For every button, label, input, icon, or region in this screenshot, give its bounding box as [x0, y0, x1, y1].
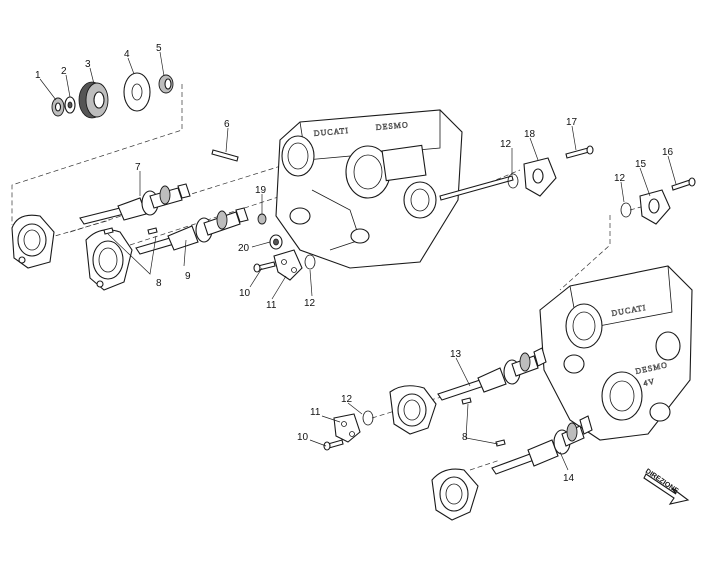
- callout-16: 16: [662, 147, 674, 158]
- part-small-pins-8: [103, 227, 158, 235]
- callout-9: 9: [185, 271, 191, 282]
- head1-lettering-mid: DESMO: [375, 120, 409, 132]
- part-pin-6: [211, 149, 239, 162]
- part-camshaft-14: [491, 415, 593, 475]
- part-washer-2: [64, 96, 76, 114]
- callout-10-lower: 10: [297, 432, 309, 443]
- callout-12-upper: 12: [304, 298, 316, 309]
- part-bolt-17: [565, 145, 594, 159]
- callout-12-right: 12: [500, 139, 512, 150]
- callout-3: 3: [85, 59, 91, 70]
- part-bolt-16: [671, 177, 696, 191]
- callout-7: 7: [135, 162, 141, 173]
- callout-14: 14: [563, 473, 575, 484]
- part-bush-5: [158, 74, 174, 94]
- part-tensioner-15: [639, 189, 671, 225]
- callout-19: 19: [255, 185, 267, 196]
- callout-12-far-right: 12: [614, 173, 626, 184]
- head2-lettering-bot: 4V: [643, 377, 656, 388]
- callout-13: 13: [450, 349, 462, 360]
- callout-5: 5: [156, 43, 162, 54]
- part-oring-12-lower: [362, 410, 374, 426]
- part-cylinder-head-upper: DUCATI DESMO: [275, 109, 463, 269]
- callout-15: 15: [635, 159, 647, 170]
- part-seal-20: [269, 234, 283, 250]
- part-cover-mid-lower: [389, 385, 437, 435]
- part-nut-1: [51, 97, 65, 117]
- callout-8-lower: 8: [462, 432, 468, 443]
- part-rod-upper: [439, 175, 514, 201]
- callout-12-lower: 12: [341, 394, 353, 405]
- part-cover-bottom: [431, 468, 479, 521]
- part-camshaft-7: [79, 183, 191, 225]
- callout-10-upper: 10: [239, 288, 251, 299]
- part-oring-12-upper: [304, 254, 316, 270]
- direction-marker: DIREZIONE: [643, 468, 690, 505]
- part-washer-19: [257, 213, 267, 225]
- callout-4: 4: [124, 49, 130, 60]
- part-bracket-11-lower: [333, 413, 361, 443]
- callout-11-upper: 11: [266, 300, 277, 311]
- callout-18: 18: [524, 129, 536, 140]
- part-camshaft-9: [135, 207, 249, 255]
- head1-lettering-top: DUCATI: [313, 126, 349, 138]
- part-camshaft-13: [437, 347, 547, 401]
- callout-6: 6: [224, 119, 230, 130]
- part-bolt-10-upper: [253, 261, 276, 273]
- callouts: 1 2 3 4 5 6 7 8 9 10 11 12 12 18 17 19 2…: [35, 43, 674, 484]
- part-cover-lower-left: [85, 229, 133, 291]
- part-cylinder-head-lower: DUCATI DESMO 4V: [539, 265, 693, 441]
- callout-20: 20: [238, 243, 250, 254]
- part-cover-left: [11, 214, 55, 269]
- part-small-pins-8-lower: [461, 397, 506, 447]
- part-oring-12-right: [507, 173, 519, 189]
- part-bracket-11-upper: [273, 249, 303, 281]
- part-plate-4: [123, 72, 151, 112]
- part-oring-12-far-right: [620, 202, 632, 218]
- part-tensioner-18: [523, 157, 557, 197]
- callout-11-lower: 11: [310, 407, 321, 418]
- part-bolt-10-lower: [323, 439, 344, 451]
- callout-2: 2: [61, 66, 67, 77]
- callout-17: 17: [566, 117, 578, 128]
- callout-1: 1: [35, 70, 41, 81]
- part-pulley-3: [78, 81, 109, 119]
- leader-lines: [39, 51, 677, 471]
- callout-8-upper: 8: [156, 278, 162, 289]
